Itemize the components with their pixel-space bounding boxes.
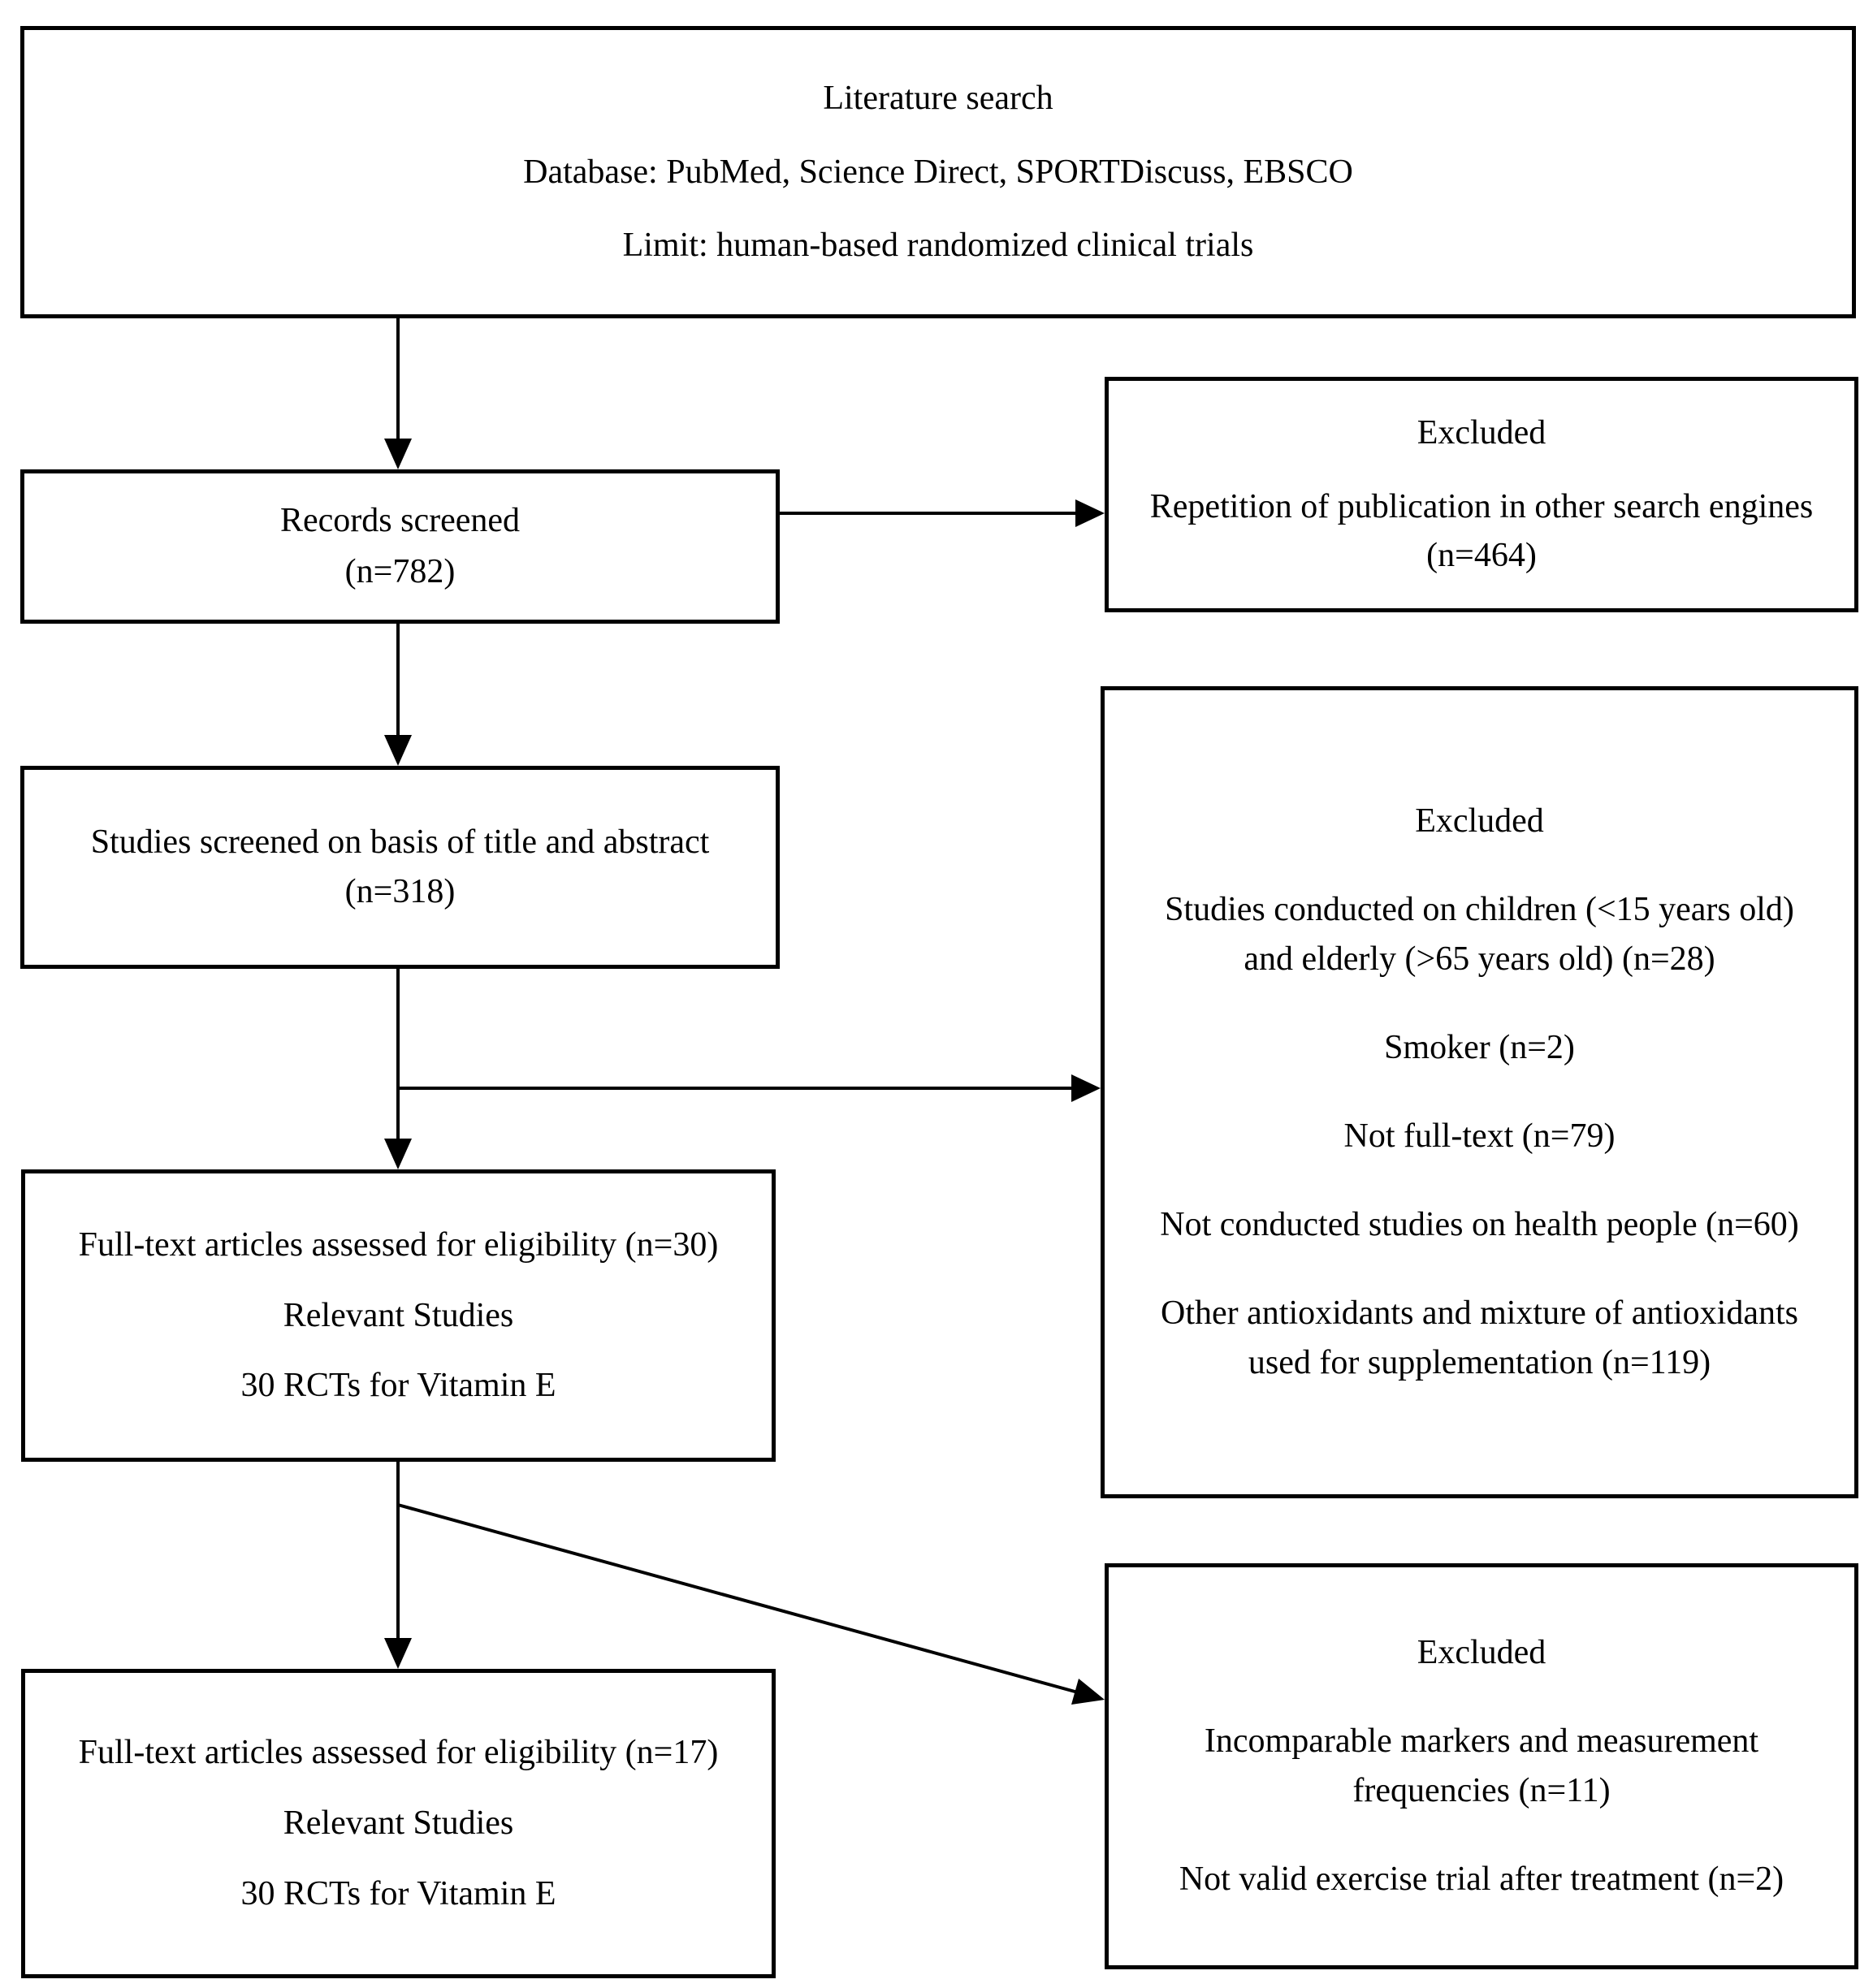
literature-search-databases: Database: PubMed, Science Direct, SPORTD… bbox=[523, 153, 1353, 191]
arrowhead-right-icon bbox=[1071, 1074, 1101, 1102]
records-screened-label: Records screened bbox=[279, 502, 521, 540]
fulltext-17-rcts: 30 RCTs for Vitamin E bbox=[240, 1874, 556, 1912]
excluded-reason-children-elderly: Studies conducted on children (<15 years… bbox=[1165, 891, 1794, 979]
excluded-reason-invalid-exercise-trial: Not valid exercise trial after treatment… bbox=[1179, 1860, 1784, 1898]
arrowhead-down-icon bbox=[384, 1638, 412, 1669]
excluded-reason-not-healthy: Not conducted studies on health people (… bbox=[1160, 1205, 1799, 1243]
literature-search-limit: Limit: human-based randomized clinical t… bbox=[622, 227, 1254, 265]
arrowhead-down-icon bbox=[384, 439, 412, 469]
fulltext-eligibility-30-box: Full-text articles assessed for eligibil… bbox=[21, 1169, 776, 1462]
excluded-fulltext-box: Excluded Incomparable markers and measur… bbox=[1105, 1563, 1858, 1969]
arrowhead-right-icon bbox=[1071, 1679, 1105, 1705]
records-screened-count: (n=782) bbox=[344, 553, 456, 590]
arrowhead-right-icon bbox=[1075, 499, 1105, 527]
excluded-reason-other-antioxidants: Other antioxidants and mixture of antiox… bbox=[1161, 1294, 1798, 1381]
fulltext-30-rcts: 30 RCTs for Vitamin E bbox=[240, 1367, 556, 1405]
arrowhead-down-icon bbox=[384, 735, 412, 766]
excluded-duplicates-box: Excluded Repetition of publication in ot… bbox=[1105, 377, 1858, 612]
fulltext-30-label: Full-text articles assessed for eligibil… bbox=[78, 1225, 719, 1264]
fulltext-17-relevant-studies: Relevant Studies bbox=[283, 1804, 514, 1843]
literature-search-title: Literature search bbox=[823, 79, 1053, 117]
excluded-screening-box: Excluded Studies conducted on children (… bbox=[1101, 686, 1858, 1498]
studies-screened-box: Studies screened on basis of title and a… bbox=[20, 766, 780, 969]
excluded-reason-not-fulltext: Not full-text (n=79) bbox=[1343, 1117, 1616, 1155]
line-diagonal-to-excluded-fulltext bbox=[397, 1503, 1079, 1694]
excluded-reason-smoker: Smoker (n=2) bbox=[1384, 1029, 1575, 1067]
excluded-reason-incomparable-markers: Incomparable markers and measurement fre… bbox=[1204, 1722, 1759, 1809]
studies-screened-label: Studies screened on basis of title and a… bbox=[90, 823, 710, 910]
excluded-title: Excluded bbox=[1417, 413, 1546, 452]
fulltext-30-relevant-studies: Relevant Studies bbox=[283, 1296, 514, 1334]
fulltext-17-label: Full-text articles assessed for eligibil… bbox=[78, 1734, 719, 1772]
fulltext-eligibility-17-box: Full-text articles assessed for eligibil… bbox=[21, 1669, 776, 1978]
excluded-title: Excluded bbox=[1415, 802, 1544, 841]
arrowhead-down-icon bbox=[384, 1139, 412, 1169]
literature-search-box: Literature search Database: PubMed, Scie… bbox=[20, 26, 1856, 318]
records-screened-box: Records screened (n=782) bbox=[20, 469, 780, 624]
excluded-duplicates-reason: Repetition of publication in other searc… bbox=[1149, 487, 1814, 575]
excluded-title: Excluded bbox=[1417, 1634, 1546, 1672]
